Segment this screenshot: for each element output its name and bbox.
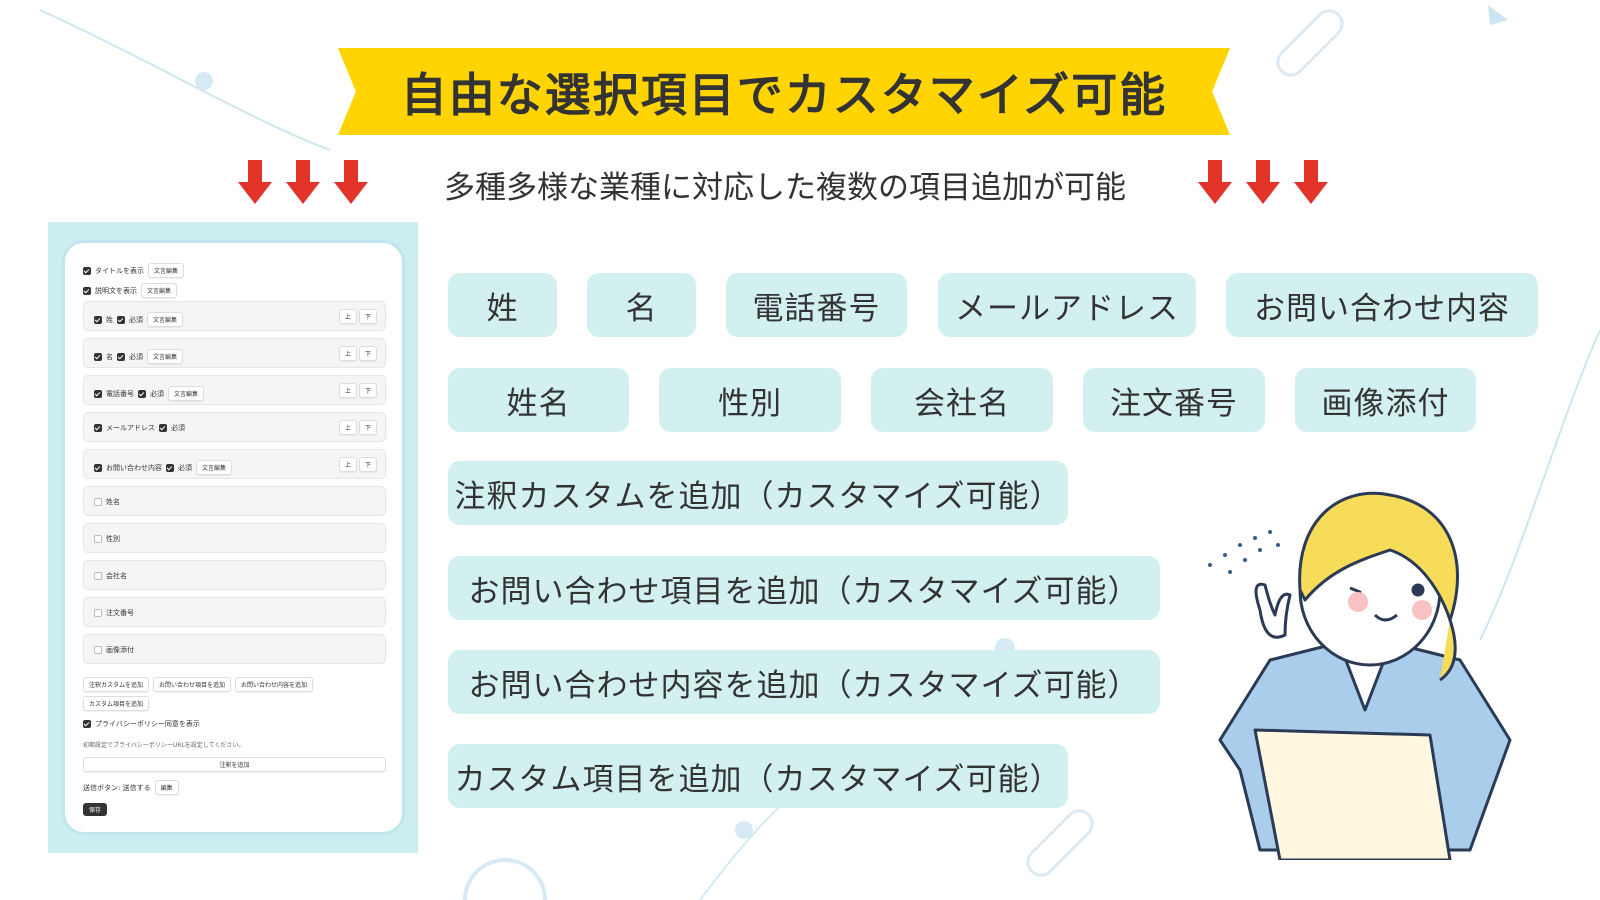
edit-text-button[interactable]: 文言編集 [148,263,185,278]
edit-text-button[interactable]: 文言編集 [147,349,184,364]
field-label: 注文番号 [106,609,134,617]
move-up-button[interactable]: 上 [338,383,357,398]
field-row: 電話番号 必須文言編集 上下 [83,375,386,405]
show-desc-label: 説明文を表示 [95,286,137,295]
field-enabled-checkbox[interactable] [94,498,102,506]
field-enabled-checkbox[interactable] [94,609,102,617]
custom-chip: カスタム項目を追加（カスタマイズ可能） [448,744,1068,808]
field-row: 画像添付 [83,634,386,664]
move-down-button[interactable]: 下 [358,346,377,361]
field-chip: お問い合わせ内容 [1226,273,1538,337]
field-label: 画像添付 [106,646,134,654]
move-down-button[interactable]: 下 [358,457,377,472]
field-row: 性別 [83,523,386,553]
field-chip: 注文番号 [1083,368,1265,432]
field-chip: 会社名 [871,368,1053,432]
field-enabled-checkbox[interactable] [94,424,102,432]
field-chip: 姓 [448,273,557,337]
required-label: 必須 [129,315,143,324]
show-title-checkbox[interactable] [83,266,91,275]
required-checkbox[interactable] [138,389,146,398]
submit-button-label: 送信ボタン: 送信する [83,783,151,792]
field-enabled-checkbox[interactable] [94,389,102,398]
field-enabled-checkbox[interactable] [94,352,102,361]
right-arrows [1198,160,1328,206]
custom-chip: お問い合わせ項目を追加（カスタマイズ可能） [448,556,1160,620]
field-label: 名 [106,352,113,361]
move-down-button[interactable]: 下 [358,420,377,435]
required-checkbox[interactable] [166,463,174,472]
down-arrow-icon [1246,160,1280,206]
field-chip: 名 [587,273,696,337]
field-chip: メールアドレス [938,273,1196,337]
edit-submit-button[interactable]: 編集 [154,780,179,795]
show-title-label: タイトルを表示 [95,266,144,275]
field-enabled-checkbox[interactable] [94,535,102,543]
field-row: 会社名 [83,560,386,590]
field-label: 電話番号 [106,389,134,398]
required-checkbox[interactable] [117,352,125,361]
field-row: 注文番号 [83,597,386,627]
field-enabled-checkbox[interactable] [94,463,102,472]
field-row: 姓 必須文言編集 上下 [83,301,386,331]
move-up-button[interactable]: 上 [338,346,357,361]
field-label: 会社名 [106,572,127,580]
field-row: メールアドレス 必須 上下 [83,412,386,442]
subtitle: 多種多様な業種に対応した複数の項目追加が可能 [444,170,1126,206]
custom-chip: お問い合わせ内容を追加（カスタマイズ可能） [448,650,1160,714]
move-down-button[interactable]: 下 [358,383,377,398]
headline-banner: 自由な選択項目でカスタマイズ可能 [338,48,1230,135]
field-row: 名 必須文言編集 上下 [83,338,386,368]
required-label: 必須 [178,463,192,472]
move-down-button[interactable]: 下 [358,309,377,324]
field-chip: 性別 [659,368,841,432]
add-custom-item-button[interactable]: カスタム項目を追加 [83,696,150,711]
field-label: 性別 [106,535,120,543]
down-arrow-icon [238,160,272,206]
field-label: メールアドレス [106,424,155,432]
custom-chip: 注釈カスタムを追加（カスタマイズ可能） [448,461,1068,525]
field-chip: 電話番号 [726,273,907,337]
left-arrows [238,160,368,206]
required-label: 必須 [171,424,185,432]
field-enabled-checkbox[interactable] [94,315,102,324]
show-desc-checkbox[interactable] [83,286,91,295]
edit-text-button[interactable]: 文言編集 [147,312,184,327]
down-arrow-icon [1294,160,1328,206]
add-inquiry-content-button[interactable]: お問い合わせ内容を追加 [235,677,314,692]
field-row: お問い合わせ内容 必須文言編集 上下 [83,449,386,479]
required-checkbox[interactable] [117,315,125,324]
privacy-checkbox[interactable] [83,720,91,728]
down-arrow-icon [1198,160,1232,206]
add-inquiry-item-button[interactable]: お問い合わせ項目を追加 [153,677,232,692]
down-arrow-icon [334,160,368,206]
required-label: 必須 [150,389,164,398]
field-chip: 画像添付 [1295,368,1476,432]
field-chip: 姓名 [448,368,629,432]
privacy-label: プライバシーポリシー同意を表示 [95,720,200,728]
required-checkbox[interactable] [159,424,167,432]
woman-with-laptop-illustration [1208,491,1512,860]
edit-text-button[interactable]: 文言編集 [196,460,233,475]
field-label: 姓 [106,315,113,324]
add-annotation-custom-button[interactable]: 注釈カスタムを追加 [83,677,150,692]
privacy-note: 初期設定でプライバシーポリシーURLを設定してください。 [83,742,245,749]
required-label: 必須 [129,352,143,361]
move-up-button[interactable]: 上 [338,309,357,324]
field-label: お問い合わせ内容 [106,463,162,472]
edit-text-button[interactable]: 文言編集 [168,386,205,401]
down-arrow-icon [286,160,320,206]
add-note-button[interactable]: 注釈を追加 [83,757,386,772]
form-preview-panel: タイトルを表示文言編集 説明文を表示文言編集 姓必須文言編集上下名必須文言編集上… [48,222,418,853]
move-up-button[interactable]: 上 [338,457,357,472]
edit-text-button[interactable]: 文言編集 [141,283,178,298]
field-enabled-checkbox[interactable] [94,572,102,580]
field-enabled-checkbox[interactable] [94,646,102,654]
form-settings-card: タイトルを表示文言編集 説明文を表示文言編集 姓必須文言編集上下名必須文言編集上… [62,240,405,835]
move-up-button[interactable]: 上 [338,420,357,435]
save-button[interactable]: 保存 [83,803,108,816]
field-label: 姓名 [106,498,120,506]
field-row: 姓名 [83,486,386,516]
